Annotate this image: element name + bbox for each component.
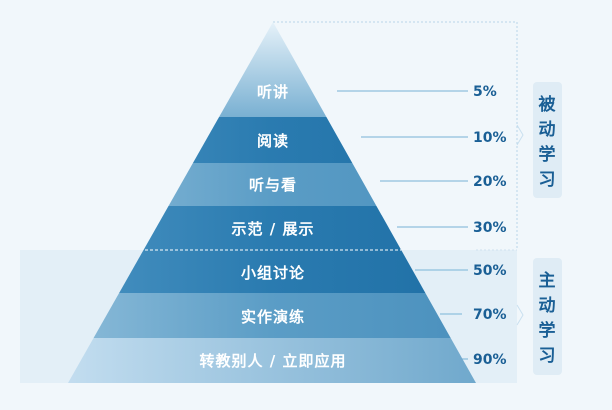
level-label: 阅读 (257, 132, 289, 150)
passive-bracket-arrow (516, 124, 524, 146)
retention-percent: 50% (473, 263, 507, 279)
retention-percent: 5% (473, 84, 497, 100)
passive-learning-char: 学 (539, 144, 556, 165)
active-learning-char: 动 (539, 296, 556, 316)
retention-percent: 70% (473, 307, 507, 323)
active-learning-char: 学 (539, 320, 556, 341)
level-label: 示范 / 展示 (232, 220, 315, 238)
active-learning-tag (533, 258, 562, 375)
active-bracket-arrow (516, 304, 524, 326)
passive-learning-tag (533, 82, 562, 198)
level-label: 听与看 (249, 176, 297, 194)
retention-percent: 20% (473, 174, 507, 190)
passive-bracket (273, 21, 518, 250)
pyramid-band-7 (68, 338, 476, 383)
passive-learning-char: 习 (539, 170, 556, 190)
passive-learning-char: 动 (539, 120, 556, 140)
level-label: 转教别人 / 立即应用 (200, 352, 347, 370)
retention-percent: 30% (473, 220, 507, 236)
pyramid-band-6 (68, 293, 476, 338)
level-label: 听讲 (257, 83, 289, 101)
level-label: 小组讨论 (241, 264, 305, 282)
retention-percent: 10% (473, 130, 507, 146)
active-learning-char: 主 (539, 270, 556, 291)
pyramid-band-1 (68, 22, 476, 117)
level-label: 实作演练 (241, 308, 305, 326)
passive-learning-char: 被 (539, 94, 556, 115)
active-learning-char: 习 (539, 346, 556, 366)
retention-percent: 90% (473, 352, 507, 368)
